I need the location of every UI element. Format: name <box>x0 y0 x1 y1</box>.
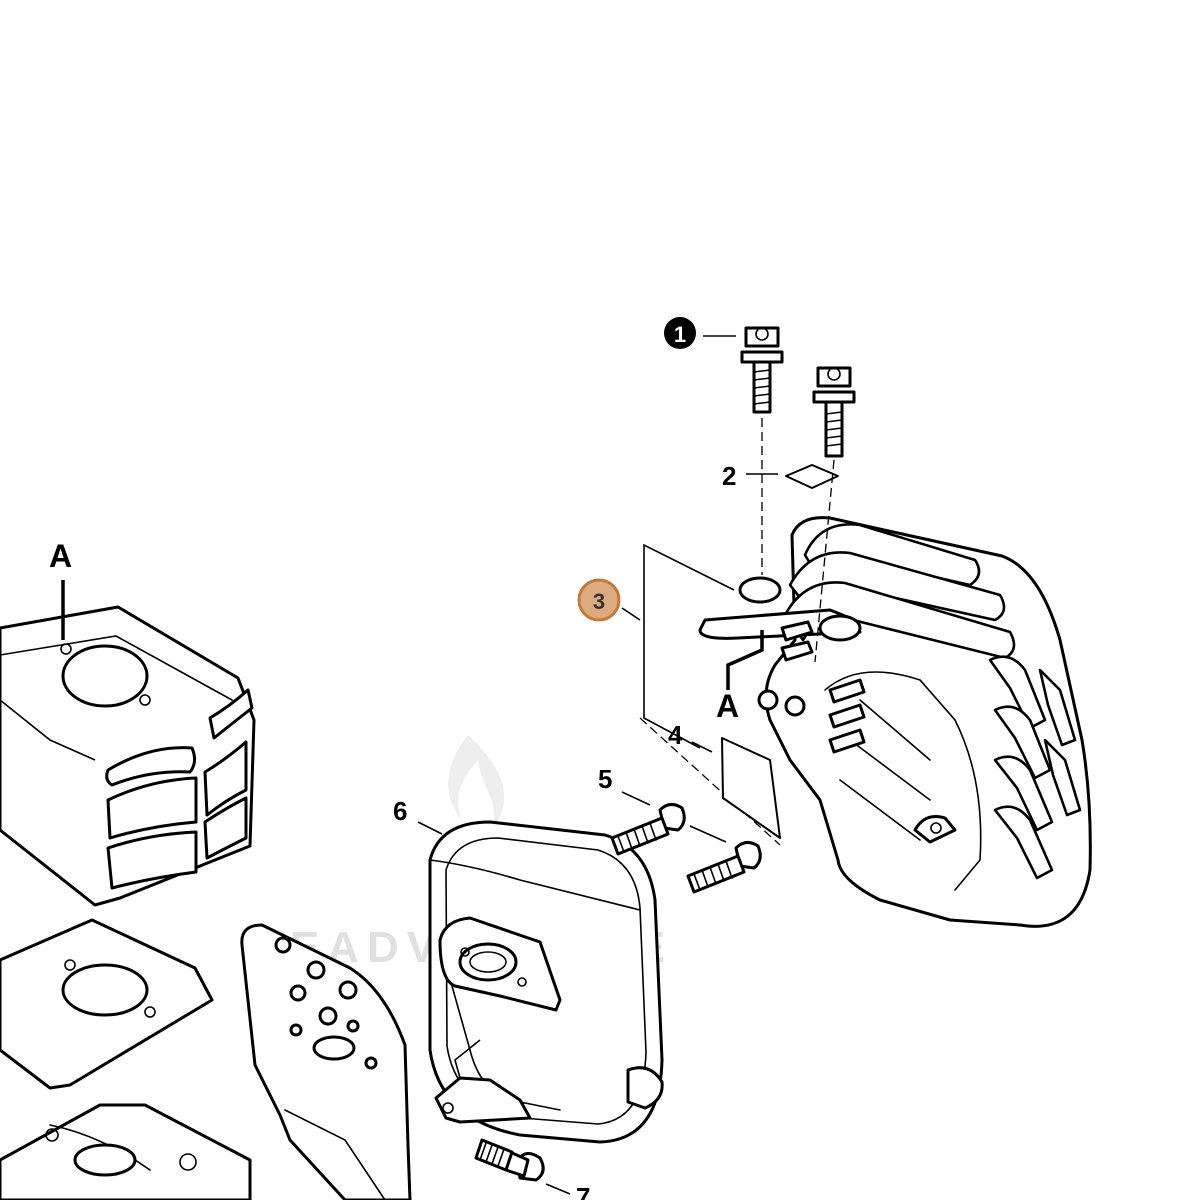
screw-5b <box>686 841 762 894</box>
callout-2-label: 2 <box>722 461 736 491</box>
cylinder-head-cover <box>698 516 1092 928</box>
gasket-2: 2 <box>722 461 839 491</box>
callout-5: 5 <box>598 764 727 843</box>
gasket-4: 4 <box>668 720 781 839</box>
muffler <box>428 820 664 1144</box>
callout-7-label: 7 <box>576 1182 590 1200</box>
callout-6-label: 6 <box>393 796 407 826</box>
assembly-line-b <box>814 459 835 663</box>
screw-7 <box>474 1138 545 1182</box>
callout-1-label: 1 <box>674 322 686 347</box>
callout-1-marker <box>664 317 696 349</box>
callout-3-label: 3 <box>593 589 605 614</box>
callout-3-marker[interactable] <box>577 578 621 622</box>
callout-5-label: 5 <box>598 764 612 794</box>
cylinder-base-left <box>0 1103 252 1200</box>
shroud-left <box>0 605 256 907</box>
assembly-line-c <box>639 717 781 846</box>
reference-a-left: A <box>49 538 72 640</box>
reference-label-a-left: A <box>49 538 72 574</box>
callout-1: 1 <box>664 317 736 349</box>
callout-6: 6 <box>393 796 443 835</box>
heat-shield-plate <box>240 923 412 1200</box>
reference-a-right: A <box>716 630 764 724</box>
callout-7: 7 <box>545 1182 590 1200</box>
callout-3[interactable]: 3 <box>577 578 641 622</box>
screw-5a <box>610 803 686 856</box>
bolt-1b <box>812 366 856 458</box>
callout-4-label: 4 <box>668 720 683 750</box>
callout-3-bracket <box>643 543 735 749</box>
bolt-1a <box>740 326 784 414</box>
gasket-plate-left <box>0 918 214 1090</box>
reference-label-a-right: A <box>716 688 739 724</box>
watermark-flame-icon <box>448 735 505 830</box>
